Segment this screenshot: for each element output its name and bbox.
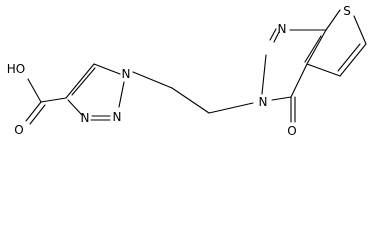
bond-c5-n1 [93,63,121,75]
bond-c4-c5 [65,63,95,99]
atom-pyrimidine-n-top: N [278,22,287,36]
pyrimidinone-ring [261,28,327,123]
molecule-structure-drawing: HO O N N N N N O S [7,4,367,138]
bond-c4-c5-inner [71,67,96,96]
bond-c8a-c4a [306,29,327,65]
bond-c2-n1-b [273,31,280,43]
atom-ketone-oxygen: O [287,124,296,138]
atom-triazole-n1: N [122,67,131,81]
thiophene-ring [306,9,367,77]
bond-c8a-c4a-inner [304,35,322,63]
bond-c2-c3-a [339,43,367,77]
bond-n1-ch2 [132,71,173,89]
bond-ch2-n [208,102,254,114]
bond-acid-c-o-double-b [29,104,46,125]
bond-acid-c-o-double-a [25,101,42,122]
bond-c7a-s [325,9,341,31]
bond-c3-c3a [306,63,341,77]
atom-triazole-n3: N [81,111,90,125]
bond-n3-c2 [261,54,267,95]
bond-c4a-c4 [290,63,308,98]
bond-n1-n2 [118,81,125,108]
bond-n3-c4 [67,99,83,116]
bond-c2-c3-b [337,43,361,72]
atom-pyrimidine-n-alkyl: N [259,95,268,109]
bond-acid-c-oh [27,78,42,103]
atom-triazole-n2: N [113,110,122,124]
atom-thiophene-sulfur: S [343,4,351,18]
atom-acid-carbonyl-oxygen: O [14,123,23,137]
bond-acid-c-ring [40,97,67,103]
ethylene-linker [132,71,254,114]
bond-c2-n1-a [269,28,277,41]
triazole-ring [65,63,125,121]
atom-hydroxyl: HO [7,62,25,76]
carboxylic-acid-group [25,78,67,125]
bond-c4-n3 [271,96,292,101]
bond-ch2-ch2 [171,87,210,114]
bond-s-c2 [353,15,367,45]
